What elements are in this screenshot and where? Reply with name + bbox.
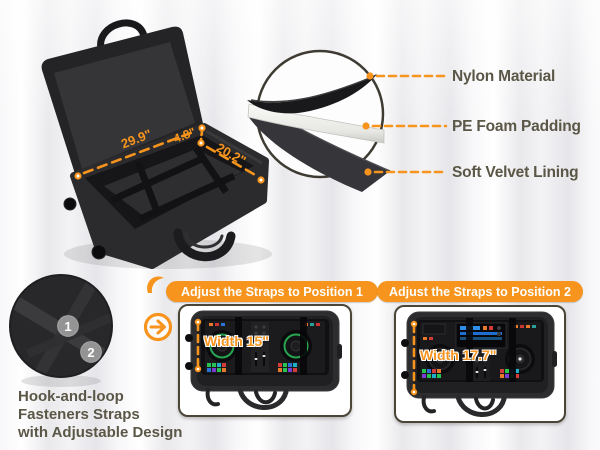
wheel: [91, 244, 107, 260]
shoulder-strap-end: [421, 395, 436, 414]
side-handle: [337, 344, 342, 359]
jog-wheel-right: [280, 330, 312, 362]
wheel: [185, 362, 193, 370]
front-handle-detail: [184, 232, 224, 249]
performance-pads: [207, 363, 297, 372]
height-measure-line: [199, 129, 204, 142]
position-2-banner: Adjust the Straps to Position 2: [377, 281, 583, 302]
nylon-fold: [250, 76, 373, 103]
wheel: [401, 339, 409, 347]
fastener-strap: [300, 317, 307, 375]
interior-strap: [193, 146, 229, 194]
left-display: [422, 323, 446, 335]
callout-dot: [366, 72, 374, 80]
dimension-dots: [74, 124, 265, 184]
side-handle: [552, 351, 557, 367]
dj-controller-bag-1: [185, 310, 342, 410]
straps-caption: Hook-and-loop Fasteners Straps with Adju…: [18, 388, 182, 442]
bag-lid-inner: [54, 42, 195, 169]
depth-measure-line: [205, 145, 259, 178]
wheel: [401, 371, 409, 379]
badge-2-number: 2: [87, 345, 94, 360]
width-label: Width 17.7": [420, 347, 497, 363]
mixer-section: [251, 322, 269, 372]
caption-line-2: Fasteners Straps: [18, 406, 140, 423]
open-bag-illustration: 29.9" 4.8" 20.2": [41, 19, 272, 269]
length-measure-line: [82, 129, 198, 175]
mixer-section: [472, 351, 490, 381]
wheel: [185, 334, 193, 342]
dj-controller-bag-2: [401, 311, 557, 417]
caption-line-3: with Adjustable Design: [18, 424, 183, 441]
material-label-velvet: Soft Velvet Lining: [452, 164, 579, 181]
interior-strap: [110, 153, 208, 204]
fastener-strap: [509, 318, 516, 382]
carry-handle: [254, 390, 277, 405]
interior-strap: [134, 160, 162, 216]
bag-rim-edge: [205, 129, 263, 165]
front-handle: [173, 228, 236, 262]
width-measure-line: [410, 320, 418, 396]
position-1-banner: Adjust the Straps to Position 1: [166, 281, 378, 302]
nylon-layer: [247, 74, 377, 114]
badge-1-number: 1: [64, 319, 71, 334]
strap-number-badge-1: [57, 315, 79, 337]
callout-dot: [364, 168, 372, 176]
material-label-foam: PE Foam Padding: [452, 118, 581, 135]
controller-screen: [455, 322, 507, 349]
caption-line-1: Hook-and-loop: [18, 388, 124, 405]
shoulder-strap-end: [205, 388, 220, 407]
carry-handle: [455, 394, 507, 417]
circle-shadow: [21, 375, 101, 387]
dimension-lines: [82, 129, 259, 178]
material-callout-lines: [371, 74, 448, 174]
width-label: Width 15": [204, 333, 269, 349]
arrow-right-icon: [143, 312, 173, 342]
carry-handle: [237, 387, 289, 410]
position-2-photo: Width 17.7": [394, 305, 566, 423]
wheel: [63, 197, 77, 211]
banner-ribbon-tail: [147, 276, 164, 293]
strap-number-badge-2: [80, 341, 102, 363]
fastener-strap: [466, 318, 473, 382]
width-measure-line: [194, 318, 202, 373]
callout-dot: [362, 122, 370, 130]
materials-diagram: [247, 49, 448, 192]
jog-wheel-left: [206, 330, 238, 362]
position-1-photo: Width 15": [178, 304, 352, 417]
fastener-strap: [235, 317, 242, 375]
material-label-nylon: Nylon Material: [452, 68, 556, 85]
straps-detail: 1 2: [9, 274, 113, 387]
lid-handle: [97, 19, 148, 53]
carry-handle: [474, 397, 495, 411]
